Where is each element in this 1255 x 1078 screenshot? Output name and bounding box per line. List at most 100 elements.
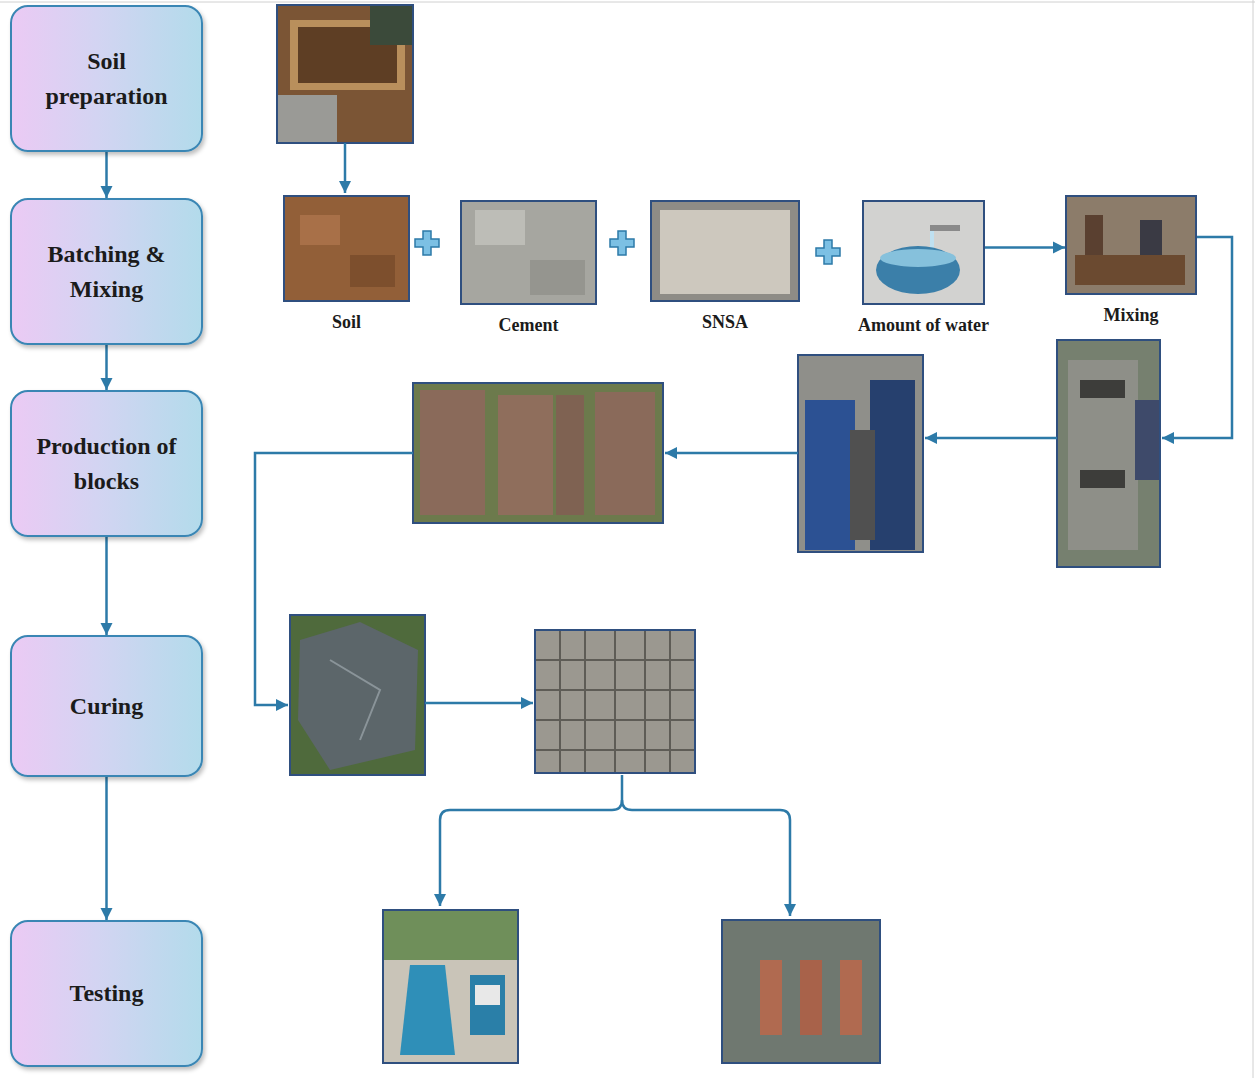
water-tank xyxy=(722,920,880,1063)
photo-ground xyxy=(798,355,923,552)
page-border xyxy=(1253,0,1254,1078)
block xyxy=(420,390,485,515)
water-absorption-photo xyxy=(722,920,880,1063)
machine-panel xyxy=(475,985,500,1005)
stage-label: Testing xyxy=(70,976,144,1011)
photo-frame xyxy=(722,920,880,1063)
soil-photo xyxy=(283,195,410,302)
snsa-powder xyxy=(660,210,790,294)
photo-caption: Soil xyxy=(330,312,363,333)
grass xyxy=(413,383,663,523)
flow-connector xyxy=(105,777,108,920)
press-body xyxy=(1068,360,1138,550)
fresh-blocks-photo xyxy=(413,383,663,523)
wall xyxy=(862,200,985,305)
stage-label: Batching & Mixing xyxy=(27,237,187,307)
flow-arrow xyxy=(440,775,622,906)
photo-ground xyxy=(277,5,413,143)
water-surface xyxy=(880,249,956,267)
flow-connector xyxy=(105,345,108,390)
press-slot xyxy=(1080,380,1125,398)
photo-node: Mixing xyxy=(1065,195,1197,326)
flow-connector xyxy=(985,246,1065,249)
flow-arrow xyxy=(925,437,1057,440)
photo-frame xyxy=(383,910,518,1063)
photo-frame xyxy=(283,195,410,302)
photo-frame xyxy=(460,200,597,305)
photo-frame xyxy=(1065,195,1197,295)
photo-frame xyxy=(650,200,800,302)
cement-texture xyxy=(460,200,597,305)
sack xyxy=(277,95,337,143)
soil-sieving-photo xyxy=(277,5,413,143)
photo-frame xyxy=(535,630,695,773)
worker xyxy=(370,5,413,45)
page-border xyxy=(0,2,1255,3)
cement-patch xyxy=(530,260,585,295)
flow-arrow xyxy=(255,453,413,705)
plastic-sheet xyxy=(298,622,418,770)
test-machine xyxy=(470,975,505,1035)
worker xyxy=(1135,400,1160,480)
photo-caption: SNSA xyxy=(700,312,750,333)
block xyxy=(498,395,553,515)
curing-cover-photo xyxy=(290,615,425,775)
soil-patch xyxy=(350,255,395,287)
photo-node: Cement xyxy=(460,200,597,336)
block xyxy=(595,392,655,515)
compression-test-photo xyxy=(383,910,518,1063)
photo-frame xyxy=(413,383,663,523)
plus-sign xyxy=(415,231,439,255)
soil-mix xyxy=(1075,255,1185,285)
photo-node: Amount of water xyxy=(856,200,991,336)
cement-patch xyxy=(475,210,525,245)
stacked-blocks-photo xyxy=(535,630,695,773)
flow-arrow xyxy=(425,702,533,705)
photo-caption: Amount of water xyxy=(856,315,991,336)
photo-frame xyxy=(798,355,923,552)
stage-box: Batching & Mixing xyxy=(10,198,203,345)
photo-frame xyxy=(1057,340,1160,567)
sheet-fold xyxy=(330,660,380,740)
snsa-photo xyxy=(650,200,800,302)
stage-box: Testing xyxy=(10,920,203,1067)
photo-frame xyxy=(290,615,425,775)
photo-node: Soil xyxy=(283,195,410,333)
photo-caption: Mixing xyxy=(1101,305,1160,326)
press-lever xyxy=(850,430,875,540)
flow-arrow xyxy=(1162,237,1232,438)
test-machine xyxy=(400,965,455,1055)
block xyxy=(760,960,782,1035)
block-stack xyxy=(535,630,695,773)
soil-patch xyxy=(300,215,340,245)
ground xyxy=(1065,195,1197,295)
stage-box: Production of blocks xyxy=(10,390,203,537)
flow-arrow xyxy=(665,452,798,455)
soil-texture xyxy=(283,195,410,302)
cement-photo xyxy=(460,200,597,305)
plus-sign xyxy=(610,231,634,255)
flow-connector xyxy=(105,537,108,635)
worker xyxy=(1085,215,1103,255)
photo-frame xyxy=(277,5,413,143)
flow-arrow xyxy=(344,143,347,193)
water-basin xyxy=(876,246,960,294)
worker xyxy=(1140,220,1162,255)
mixing-photo xyxy=(1065,195,1197,295)
block-press-photo xyxy=(1057,340,1160,567)
flow-connector xyxy=(105,152,108,198)
photo-frame xyxy=(862,200,985,305)
block xyxy=(556,395,584,515)
flow-arrows xyxy=(255,143,1232,916)
water-photo xyxy=(862,200,985,305)
block-joints xyxy=(535,630,695,773)
press-slot xyxy=(1080,470,1125,488)
plus-sign xyxy=(816,240,840,264)
tap xyxy=(930,225,960,231)
flow-arrow xyxy=(622,800,790,916)
window xyxy=(383,910,518,960)
stage-label: Curing xyxy=(70,689,143,724)
